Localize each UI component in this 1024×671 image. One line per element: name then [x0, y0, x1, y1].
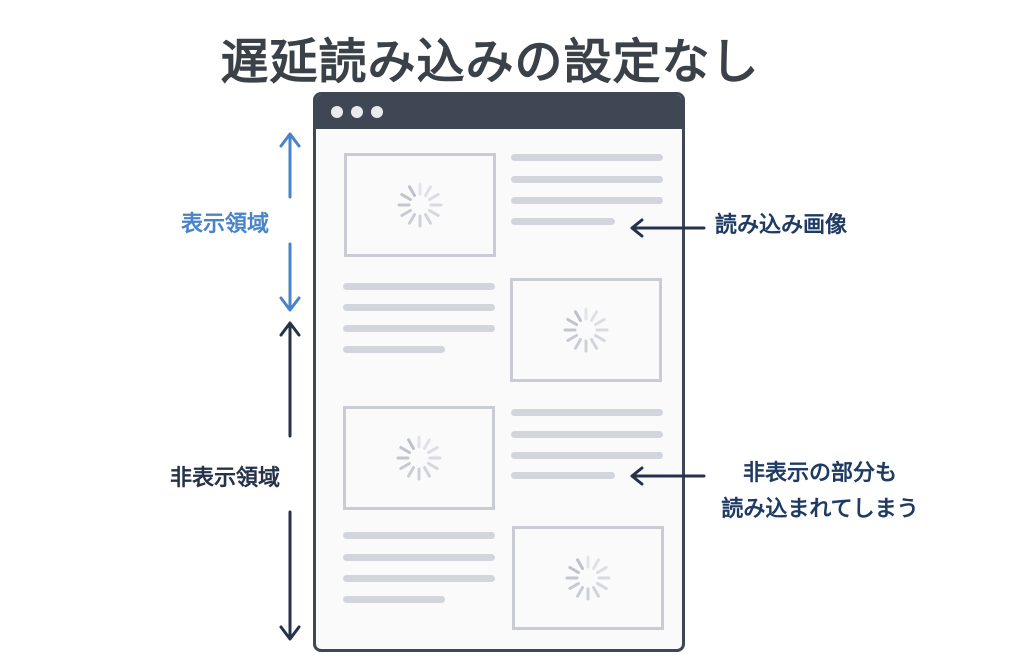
text-line [511, 218, 615, 225]
spinner-tick [424, 213, 432, 225]
loading-spinner-icon [396, 435, 442, 481]
hidden-loaded-arrow-icon [630, 466, 706, 486]
spinner-tick [424, 185, 432, 197]
spinner-tick [400, 193, 412, 201]
text-line [511, 197, 663, 204]
spinner-tick [594, 334, 606, 342]
spinner-tick [590, 310, 598, 322]
spinner-tick [566, 318, 578, 326]
loading-spinner-icon [397, 182, 443, 228]
loading-spinner-icon [563, 307, 609, 353]
text-line [511, 452, 663, 459]
spinner-tick [407, 438, 415, 450]
text-line [343, 304, 495, 311]
text-line [343, 325, 495, 332]
text-line [511, 176, 663, 183]
window-dot-icon [351, 106, 363, 118]
text-line [343, 554, 495, 561]
spinner-tick [590, 338, 598, 350]
spinner-tick [423, 438, 431, 450]
spinner-tick [596, 566, 608, 574]
spinner-tick [399, 462, 411, 470]
spinner-tick [592, 586, 600, 598]
visible-area-arrow-icon [279, 132, 301, 312]
spinner-tick [592, 558, 600, 570]
page-title: 遅延読み込みの設定なし [220, 34, 760, 90]
spinner-tick [594, 318, 606, 326]
spinner-tick [576, 558, 584, 570]
window-dot-icon [331, 106, 343, 118]
spinner-tick [408, 213, 416, 225]
text-line [343, 346, 445, 353]
text-line [511, 431, 663, 438]
window-dot-icon [371, 106, 383, 118]
spinner-tick [423, 466, 431, 478]
text-line [511, 472, 615, 479]
hidden-area-label: 非表示領域 [170, 466, 281, 491]
spinner-tick [408, 185, 416, 197]
spinner-tick [596, 582, 608, 590]
hidden-area-arrow-icon [279, 321, 301, 641]
loading-spinner-icon [565, 555, 611, 601]
image-placeholder [344, 153, 496, 257]
loaded-images-label: 読み込み画像 [715, 213, 848, 238]
image-placeholder [510, 278, 662, 382]
hidden-loaded-line1: 非表示の部分も [742, 461, 897, 486]
visible-area-label: 表示領域 [181, 212, 270, 237]
text-line [343, 575, 495, 582]
spinner-tick [428, 209, 440, 217]
hidden-loaded-callout: 非表示の部分も 読み込まれてしまう [705, 456, 935, 528]
spinner-tick [427, 446, 439, 454]
image-placeholder [512, 526, 664, 630]
image-placeholder [343, 406, 495, 510]
text-line [343, 596, 445, 603]
loaded-images-arrow-icon [630, 218, 706, 238]
spinner-tick [568, 566, 580, 574]
text-line [343, 532, 495, 539]
spinner-tick [427, 462, 439, 470]
spinner-tick [400, 209, 412, 217]
spinner-tick [399, 446, 411, 454]
spinner-tick [407, 466, 415, 478]
text-line [511, 154, 663, 161]
hidden-loaded-line2: 読み込まれてしまう [721, 497, 919, 522]
spinner-tick [568, 582, 580, 590]
spinner-tick [566, 334, 578, 342]
browser-window [313, 92, 685, 652]
spinner-tick [428, 193, 440, 201]
text-line [343, 283, 495, 290]
spinner-tick [574, 310, 582, 322]
text-line [511, 409, 663, 416]
spinner-tick [574, 338, 582, 350]
spinner-tick [576, 586, 584, 598]
browser-titlebar [316, 95, 682, 129]
